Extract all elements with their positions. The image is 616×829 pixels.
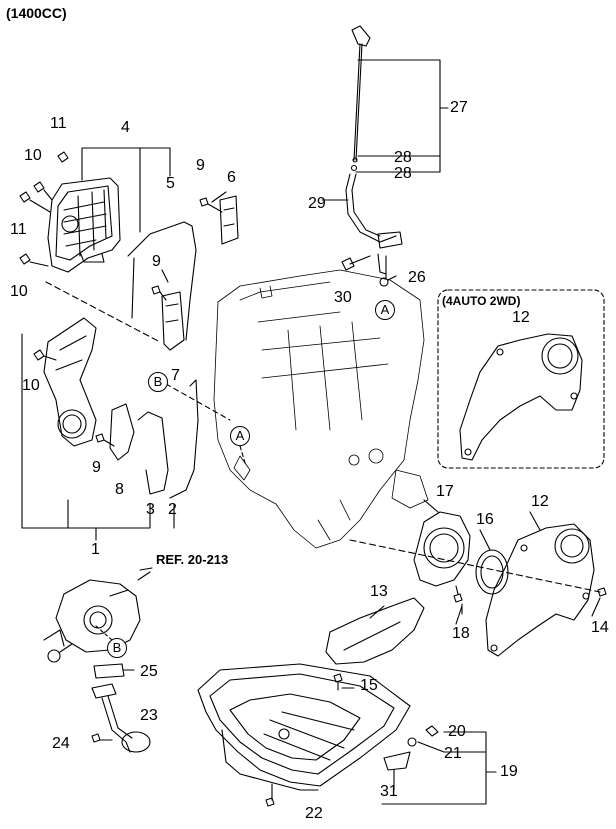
rear-oil-seal-case: [413, 511, 471, 587]
callout-b-gasket: B: [148, 372, 168, 392]
part-label-11-upper: 11: [50, 115, 67, 132]
oil-level-gauge-tube: [345, 173, 403, 275]
inset-title: (4AUTO 2WD): [442, 294, 521, 308]
part-label-12-inset: 12: [512, 309, 530, 326]
part-label-10-middle: 10: [10, 283, 28, 300]
part-label-28-lower: 28: [394, 165, 412, 182]
oil-level-gauge: [350, 25, 371, 172]
part-label-26: 26: [408, 269, 426, 286]
part-label-3: 3: [146, 501, 155, 518]
part-label-30: 30: [334, 289, 352, 306]
part-label-7: 7: [171, 367, 180, 384]
part-label-21: 21: [444, 745, 462, 762]
oil-baffle: [325, 597, 425, 665]
part-label-9-lower: 9: [92, 459, 101, 476]
part-label-12: 12: [531, 493, 549, 510]
rear-plate-inset: [459, 333, 583, 461]
timing-belt-lower-cover: [43, 317, 97, 447]
part-label-25: 25: [140, 663, 158, 680]
gasket-25: [93, 663, 125, 679]
part-label-4: 4: [121, 119, 130, 136]
gasket-5: [127, 221, 197, 341]
upper-cover-bolts: [19, 151, 69, 267]
part-label-9-middle: 9: [152, 253, 161, 270]
reference-label: REF. 20-213: [156, 552, 229, 567]
bracket-6: [219, 195, 239, 245]
engine-block: [213, 269, 429, 549]
part-label-6: 6: [227, 169, 236, 186]
part-label-10-lower: 10: [22, 377, 40, 394]
callout-a-tube: A: [375, 300, 395, 320]
part-label-18: 18: [452, 625, 470, 642]
oil-pump: [43, 579, 141, 663]
bracket-7: [161, 291, 185, 351]
rear-plate: [485, 523, 595, 657]
oil-strainer: [91, 683, 151, 753]
part-label-19: 19: [500, 763, 518, 780]
part-label-17: 17: [436, 483, 454, 500]
part-label-8: 8: [115, 481, 124, 498]
part-label-9-upper: 9: [196, 157, 205, 174]
part-label-22: 22: [305, 805, 323, 822]
part-label-1: 1: [91, 541, 100, 558]
o-ring-26: [379, 277, 389, 287]
timing-belt-upper-cover: [47, 177, 121, 273]
callout-b-pump: B: [107, 638, 127, 658]
gasket-2: [137, 411, 169, 495]
part-label-31: 31: [380, 783, 398, 800]
part-label-2: 2: [168, 501, 177, 518]
inset-box: [437, 289, 605, 469]
oil-pan: [197, 663, 411, 791]
part-label-28-upper: 28: [394, 149, 412, 166]
part-label-11-lower: 11: [10, 221, 27, 238]
part-label-5: 5: [166, 175, 175, 192]
part-label-14: 14: [591, 619, 609, 636]
part-label-10-upper: 10: [24, 147, 42, 164]
part-label-13: 13: [370, 583, 388, 600]
engine-variant-title: (1400CC): [6, 5, 67, 21]
part-label-16: 16: [476, 511, 494, 528]
part-label-23: 23: [140, 707, 158, 724]
part-label-29: 29: [308, 195, 326, 212]
part-label-24: 24: [52, 735, 70, 752]
part-label-27: 27: [450, 99, 468, 116]
part-label-15: 15: [360, 677, 378, 694]
part-label-20: 20: [448, 723, 466, 740]
callout-a-engine: A: [230, 426, 250, 446]
